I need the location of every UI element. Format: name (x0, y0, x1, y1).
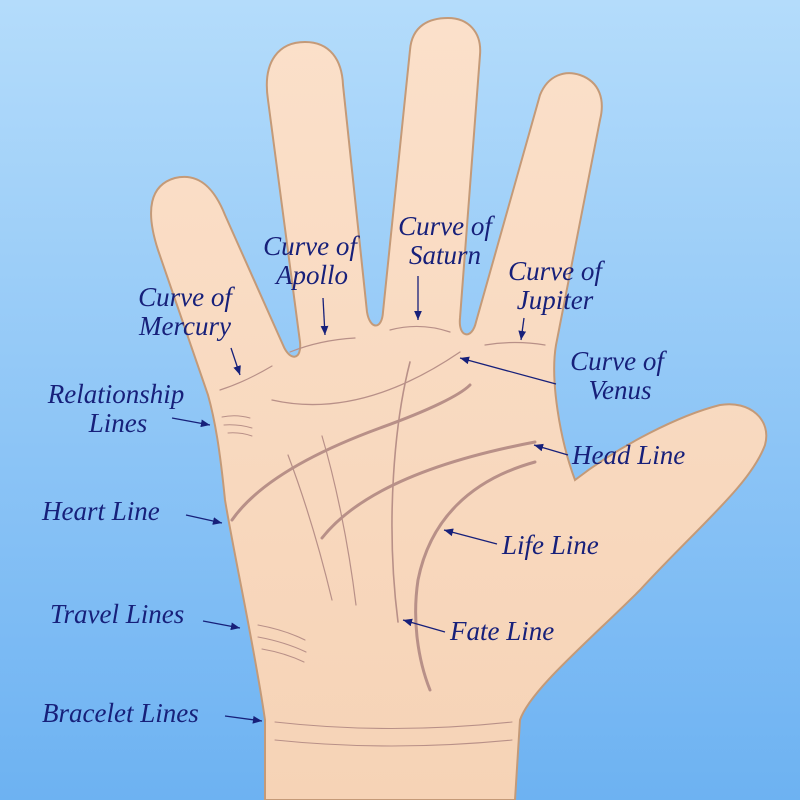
heart-line (230, 383, 472, 522)
label-text: Mercury (138, 311, 231, 341)
label-head-line: Head Line (533, 440, 685, 470)
curve-mercury-line (219, 365, 273, 391)
label-text: Apollo (274, 260, 348, 290)
label-bracelet-lines: Bracelet Lines (42, 698, 263, 728)
arrow-icon (230, 347, 241, 376)
fate-line (391, 361, 411, 623)
label-curve-of-venus: Curve of Venus (459, 346, 667, 405)
curve-apollo-line (289, 337, 356, 353)
label-heart-line: Heart Line (41, 496, 223, 526)
label-text: Lines (88, 408, 148, 438)
label-text: Curve of (398, 211, 495, 241)
label-curve-of-saturn: Curve of Saturn (398, 211, 495, 320)
hand (150, 16, 768, 800)
label-text: Curve of (263, 231, 360, 261)
head-line (320, 440, 537, 540)
arrow-icon (224, 715, 263, 724)
label-curve-of-apollo: Curve of Apollo (263, 231, 360, 336)
relationship-lines (221, 415, 253, 437)
minor-lines (287, 435, 357, 606)
label-text: Jupiter (517, 285, 594, 315)
curve-venus-line (271, 351, 461, 406)
life-line (414, 460, 537, 692)
label-curve-of-jupiter: Curve of Jupiter (508, 256, 605, 341)
label-travel-lines: Travel Lines (50, 599, 241, 631)
label-text: Curve of (138, 282, 235, 312)
label-text: Fate Line (449, 616, 554, 646)
label-text: Travel Lines (50, 599, 184, 629)
label-text: Head Line (571, 440, 685, 470)
label-text: Life Line (501, 530, 599, 560)
arrow-icon (202, 620, 241, 631)
label-curve-of-mercury: Curve of Mercury (138, 282, 241, 376)
curve-jupiter-line (484, 341, 546, 346)
arrow-icon (320, 297, 329, 336)
curve-saturn-line (389, 325, 451, 333)
arrow-icon (171, 417, 211, 428)
label-relationship-lines: Relationship Lines (47, 379, 211, 438)
palm-creases (219, 325, 546, 747)
arrow-icon (518, 317, 527, 341)
arrow-icon (443, 528, 498, 545)
bracelet-lines (274, 721, 513, 747)
label-text: Saturn (409, 240, 481, 270)
label-text: Venus (589, 375, 652, 405)
label-text: Curve of (508, 256, 605, 286)
arrow-icon (533, 443, 569, 456)
label-text: Curve of (570, 346, 667, 376)
label-text: Relationship (47, 379, 185, 409)
arrow-icon (185, 514, 223, 525)
label-text: Bracelet Lines (42, 698, 199, 728)
travel-lines (257, 624, 307, 663)
arrow-icon (402, 618, 446, 633)
label-text: Heart Line (41, 496, 160, 526)
label-fate-line: Fate Line (402, 616, 554, 646)
arrow-icon (459, 356, 557, 385)
label-life-line: Life Line (443, 528, 599, 560)
